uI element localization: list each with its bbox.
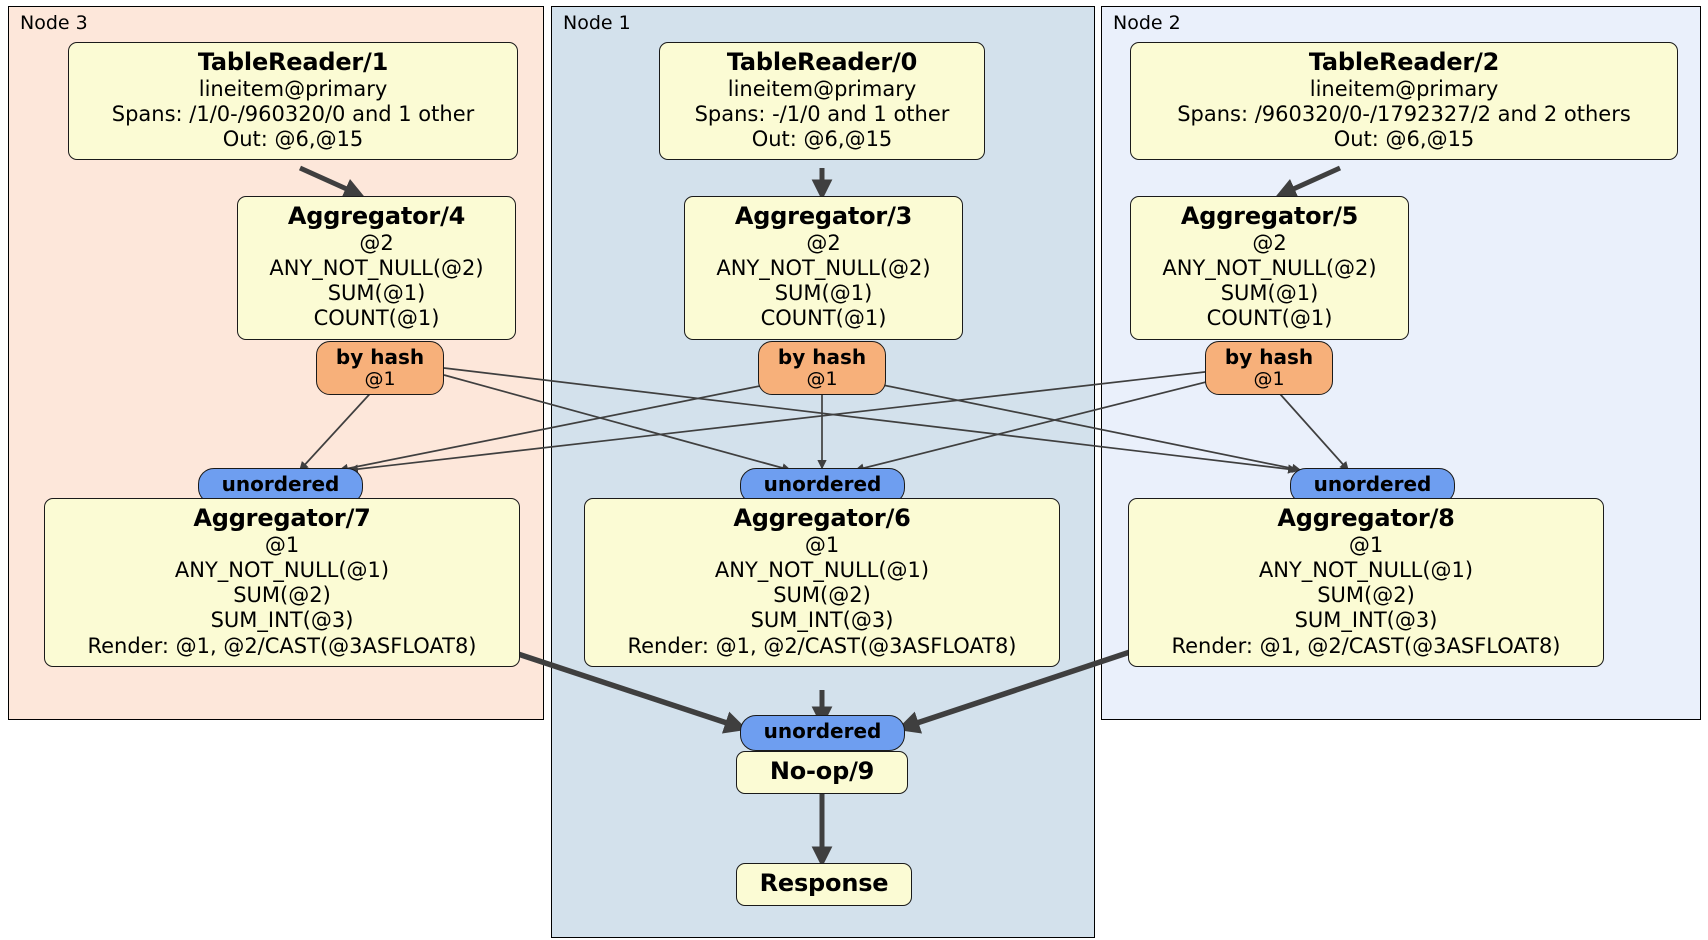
router-column: @1 <box>806 368 838 390</box>
processor-line: SUM(@1) <box>774 281 873 306</box>
processor-line: ANY_NOT_NULL(@1) <box>1258 557 1474 582</box>
processor-line: SUM(@2) <box>1317 583 1415 608</box>
processor-line: Render: @1, @2/CAST(@3ASFLOAT8) <box>627 633 1017 658</box>
processor-title: Aggregator/5 <box>1180 202 1359 230</box>
synchronizer-title: unordered <box>221 472 340 496</box>
processor-line: SUM(@2) <box>773 583 871 608</box>
router-column: @1 <box>364 368 396 390</box>
router-title: by hash <box>335 345 425 369</box>
processor-line: SUM(@1) <box>327 281 426 306</box>
processor-box-aggregator-6[interactable]: Aggregator/6 @1 ANY_NOT_NULL(@1) SUM(@2)… <box>584 498 1060 667</box>
processor-box-tablereader-2[interactable]: TableReader/2 lineitem@primary Spans: /9… <box>1130 42 1678 161</box>
processor-box-tablereader-1[interactable]: TableReader/1 lineitem@primary Spans: /1… <box>68 42 518 161</box>
router-pill-by-hash-center[interactable]: by hash @1 <box>758 341 886 395</box>
processor-title: Aggregator/8 <box>1277 504 1455 532</box>
processor-line: Spans: /960320/0-/1792327/2 and 2 others <box>1177 101 1631 126</box>
processor-line: @2 <box>359 230 394 255</box>
processor-line: Render: @1, @2/CAST(@3ASFLOAT8) <box>1171 633 1561 658</box>
processor-line: Out: @6,@15 <box>1333 127 1475 152</box>
processor-line: @1 <box>264 532 300 557</box>
synchronizer-pill-unordered-final[interactable]: unordered <box>740 715 905 751</box>
processor-line: ANY_NOT_NULL(@2) <box>269 255 484 280</box>
processor-line: @2 <box>1252 230 1287 255</box>
router-title: by hash <box>777 345 867 369</box>
processor-line: lineitem@primary <box>727 76 917 101</box>
processor-line: ANY_NOT_NULL(@2) <box>1162 255 1377 280</box>
processor-line: Spans: -/1/0 and 1 other <box>694 101 950 126</box>
processor-line: ANY_NOT_NULL(@1) <box>174 557 390 582</box>
synchronizer-title: unordered <box>763 719 882 743</box>
processor-line: ANY_NOT_NULL(@1) <box>714 557 930 582</box>
processor-line: @2 <box>806 230 841 255</box>
processor-line: @1 <box>804 532 840 557</box>
processor-box-aggregator-4[interactable]: Aggregator/4 @2 ANY_NOT_NULL(@2) SUM(@1)… <box>237 196 516 340</box>
processor-line: SUM_INT(@3) <box>1294 608 1438 633</box>
synchronizer-title: unordered <box>1313 472 1432 496</box>
processor-title: Response <box>759 869 889 897</box>
processor-box-aggregator-8[interactable]: Aggregator/8 @1 ANY_NOT_NULL(@1) SUM(@2)… <box>1128 498 1604 667</box>
processor-line: SUM_INT(@3) <box>210 608 354 633</box>
processor-title: Aggregator/7 <box>193 504 371 532</box>
processor-title: No-op/9 <box>769 757 875 785</box>
processor-title: Aggregator/3 <box>734 202 913 230</box>
processor-line: COUNT(@1) <box>1206 306 1333 331</box>
processor-line: ANY_NOT_NULL(@2) <box>716 255 931 280</box>
router-title: by hash <box>1224 345 1314 369</box>
router-pill-by-hash-right[interactable]: by hash @1 <box>1205 341 1333 395</box>
processor-title: Aggregator/4 <box>287 202 466 230</box>
processor-box-aggregator-3[interactable]: Aggregator/3 @2 ANY_NOT_NULL(@2) SUM(@1)… <box>684 196 963 340</box>
processor-title: TableReader/1 <box>197 48 389 76</box>
node-panel-label-node1: Node 1 <box>563 12 631 34</box>
processor-box-aggregator-7[interactable]: Aggregator/7 @1 ANY_NOT_NULL(@1) SUM(@2)… <box>44 498 520 667</box>
processor-title: TableReader/2 <box>1308 48 1500 76</box>
processor-line: Render: @1, @2/CAST(@3ASFLOAT8) <box>87 633 477 658</box>
router-pill-by-hash-left[interactable]: by hash @1 <box>316 341 444 395</box>
processor-line: SUM_INT(@3) <box>750 608 894 633</box>
processor-line: lineitem@primary <box>198 76 388 101</box>
processor-box-tablereader-0[interactable]: TableReader/0 lineitem@primary Spans: -/… <box>659 42 985 161</box>
processor-title: TableReader/0 <box>726 48 918 76</box>
processor-title: Aggregator/6 <box>733 504 911 532</box>
processor-box-response[interactable]: Response <box>736 863 912 906</box>
processor-line: Out: @6,@15 <box>222 127 364 152</box>
synchronizer-title: unordered <box>763 472 882 496</box>
processor-line: COUNT(@1) <box>760 306 887 331</box>
processor-box-noop-9[interactable]: No-op/9 <box>736 751 908 794</box>
router-column: @1 <box>1253 368 1285 390</box>
processor-line: Spans: /1/0-/960320/0 and 1 other <box>111 101 475 126</box>
processor-line: @1 <box>1348 532 1384 557</box>
node-panel-label-node2: Node 2 <box>1113 12 1181 34</box>
processor-line: SUM(@2) <box>233 583 331 608</box>
node-panel-label-node3: Node 3 <box>20 12 88 34</box>
processor-box-aggregator-5[interactable]: Aggregator/5 @2 ANY_NOT_NULL(@2) SUM(@1)… <box>1130 196 1409 340</box>
processor-line: COUNT(@1) <box>313 306 440 331</box>
processor-line: SUM(@1) <box>1220 281 1319 306</box>
processor-line: Out: @6,@15 <box>751 127 893 152</box>
processor-line: lineitem@primary <box>1309 76 1499 101</box>
